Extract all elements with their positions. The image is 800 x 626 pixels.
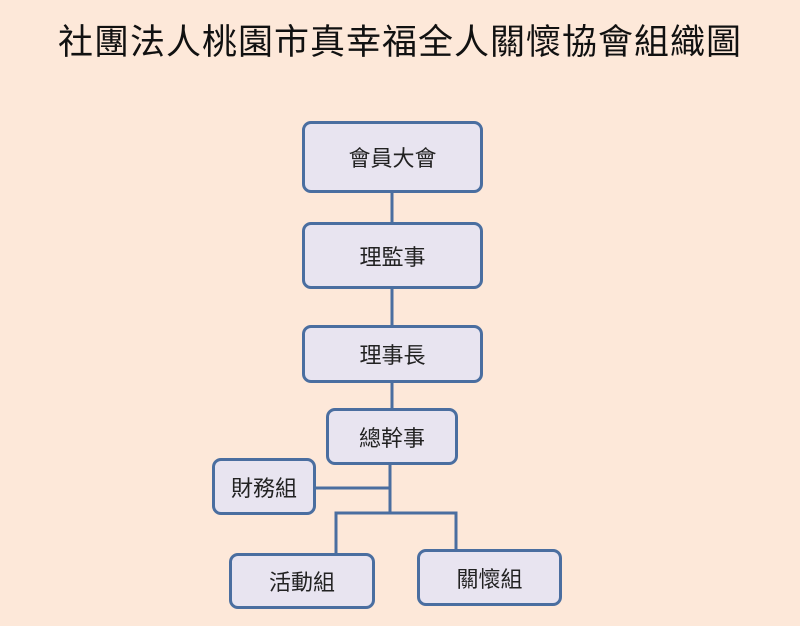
node-chairman: 理事長 [302, 325, 483, 383]
connector-bottom-branch [334, 511, 458, 555]
node-care: 關懷組 [417, 549, 562, 606]
chart-title: 社團法人桃園市真幸福全人關懷協會組織圖 [57, 23, 742, 63]
node-board-label: 理監事 [359, 245, 426, 271]
node-finance: 財務組 [212, 458, 316, 515]
node-chairman-label: 理事長 [359, 344, 426, 369]
node-board: 理監事 [302, 222, 483, 289]
node-secretary-general-label: 總幹事 [358, 426, 425, 452]
node-secretary-general: 總幹事 [326, 408, 458, 465]
node-activities-label: 活動組 [268, 571, 335, 596]
node-finance-label: 財務組 [230, 476, 297, 502]
node-general-assembly-label: 會員大會 [348, 147, 437, 172]
node-care-label: 關懷組 [456, 567, 523, 593]
node-general-assembly: 會員大會 [302, 121, 483, 193]
node-activities: 活動組 [229, 553, 375, 609]
